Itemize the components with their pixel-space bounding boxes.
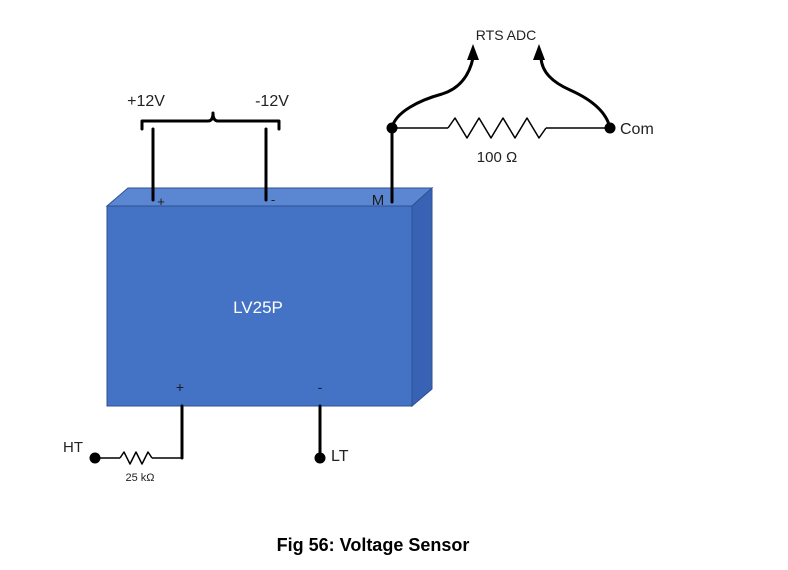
adc-lead-left	[390, 56, 475, 130]
module-side-face	[411, 186, 433, 408]
supply-bracket	[140, 111, 281, 131]
burden-resistor-label: 100 Ω	[477, 149, 517, 166]
input-circuit: HT 25 kΩ LT	[63, 404, 349, 484]
module-label: LV25P	[233, 298, 283, 317]
low-voltage-node	[314, 452, 326, 464]
lv25p-module: LV25P	[105, 186, 434, 408]
low-voltage-label: LT	[331, 448, 349, 465]
output-circuit: RTS ADC Com 100 Ω	[386, 27, 654, 204]
adc-arrowhead-right	[533, 44, 545, 60]
adc-arrowhead-left	[467, 44, 479, 60]
bottom-minus-pin-label: -	[318, 379, 323, 395]
module-front-face	[106, 205, 413, 407]
high-voltage-node	[89, 452, 101, 464]
measure-pin-label: M	[372, 192, 385, 209]
supply-positive-label: +12V	[127, 93, 165, 110]
series-resistor-label: 25 kΩ	[125, 472, 154, 484]
bottom-plus-pin-label: +	[176, 379, 184, 395]
burden-resistor-zigzag	[447, 117, 547, 139]
top-plus-pin-label: +	[157, 194, 165, 209]
adc-lead-right	[539, 56, 612, 130]
supply-negative-label: -12V	[255, 93, 289, 110]
high-voltage-label: HT	[63, 439, 83, 456]
figure-caption: Fig 56: Voltage Sensor	[277, 535, 470, 555]
common-label: Com	[620, 121, 654, 138]
supply-connection: +12V -12V	[127, 93, 289, 202]
series-resistor-zigzag	[119, 451, 153, 465]
top-minus-pin-label: -	[271, 192, 275, 207]
adc-label: RTS ADC	[476, 27, 536, 43]
